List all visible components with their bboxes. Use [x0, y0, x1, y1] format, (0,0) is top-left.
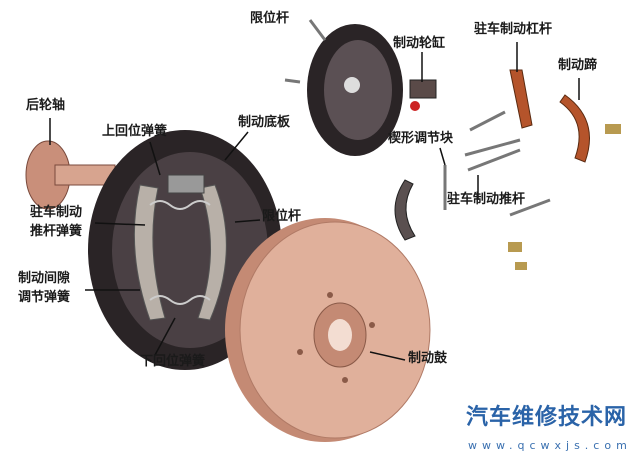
label-brake-shoe: 制动蹄	[558, 58, 598, 73]
label-limit-rod-mid: 限位杆	[262, 209, 302, 224]
watermark-url: www.qcwxjs.com	[468, 439, 632, 452]
brake-shoe-left-shape	[394, 179, 416, 241]
wheel-cylinder-shape	[409, 79, 437, 111]
springs-rods-shape	[284, 19, 551, 217]
parking-lever-shape	[509, 69, 533, 129]
label-push-rod-spring-line2: 推杆弹簧	[30, 224, 83, 239]
label-push-rod-spring-line1: 驻车制动	[30, 205, 83, 220]
label-wedge-adjuster: 楔形调节块	[388, 131, 454, 146]
label-upper-return-spring: 上回位弹簧	[102, 124, 168, 139]
label-backing-plate: 制动底板	[238, 115, 291, 130]
leader-lines	[49, 42, 580, 361]
label-brake-drum: 制动鼓	[408, 351, 448, 366]
brake-drum-shape	[225, 218, 431, 442]
label-clearance-spring-line1: 制动间隙	[18, 271, 71, 286]
label-clearance-spring-line2: 调节弹簧	[18, 290, 71, 305]
small-backing-plate-shape	[307, 24, 403, 156]
label-limit-rod-top: 限位杆	[250, 11, 290, 26]
label-parking-lever: 驻车制动杠杆	[474, 22, 553, 37]
brake-shoe-right-shape	[559, 94, 590, 163]
label-wheel-cylinder: 制动轮缸	[393, 36, 446, 51]
bolts-shape	[508, 124, 621, 270]
watermark-title: 汽车维修技术网	[466, 405, 628, 430]
label-rear-axle: 后轮轴	[26, 98, 66, 113]
label-lower-return-spring: 下回位弹簧	[140, 354, 206, 369]
label-parking-push-rod: 驻车制动推杆	[447, 192, 526, 207]
